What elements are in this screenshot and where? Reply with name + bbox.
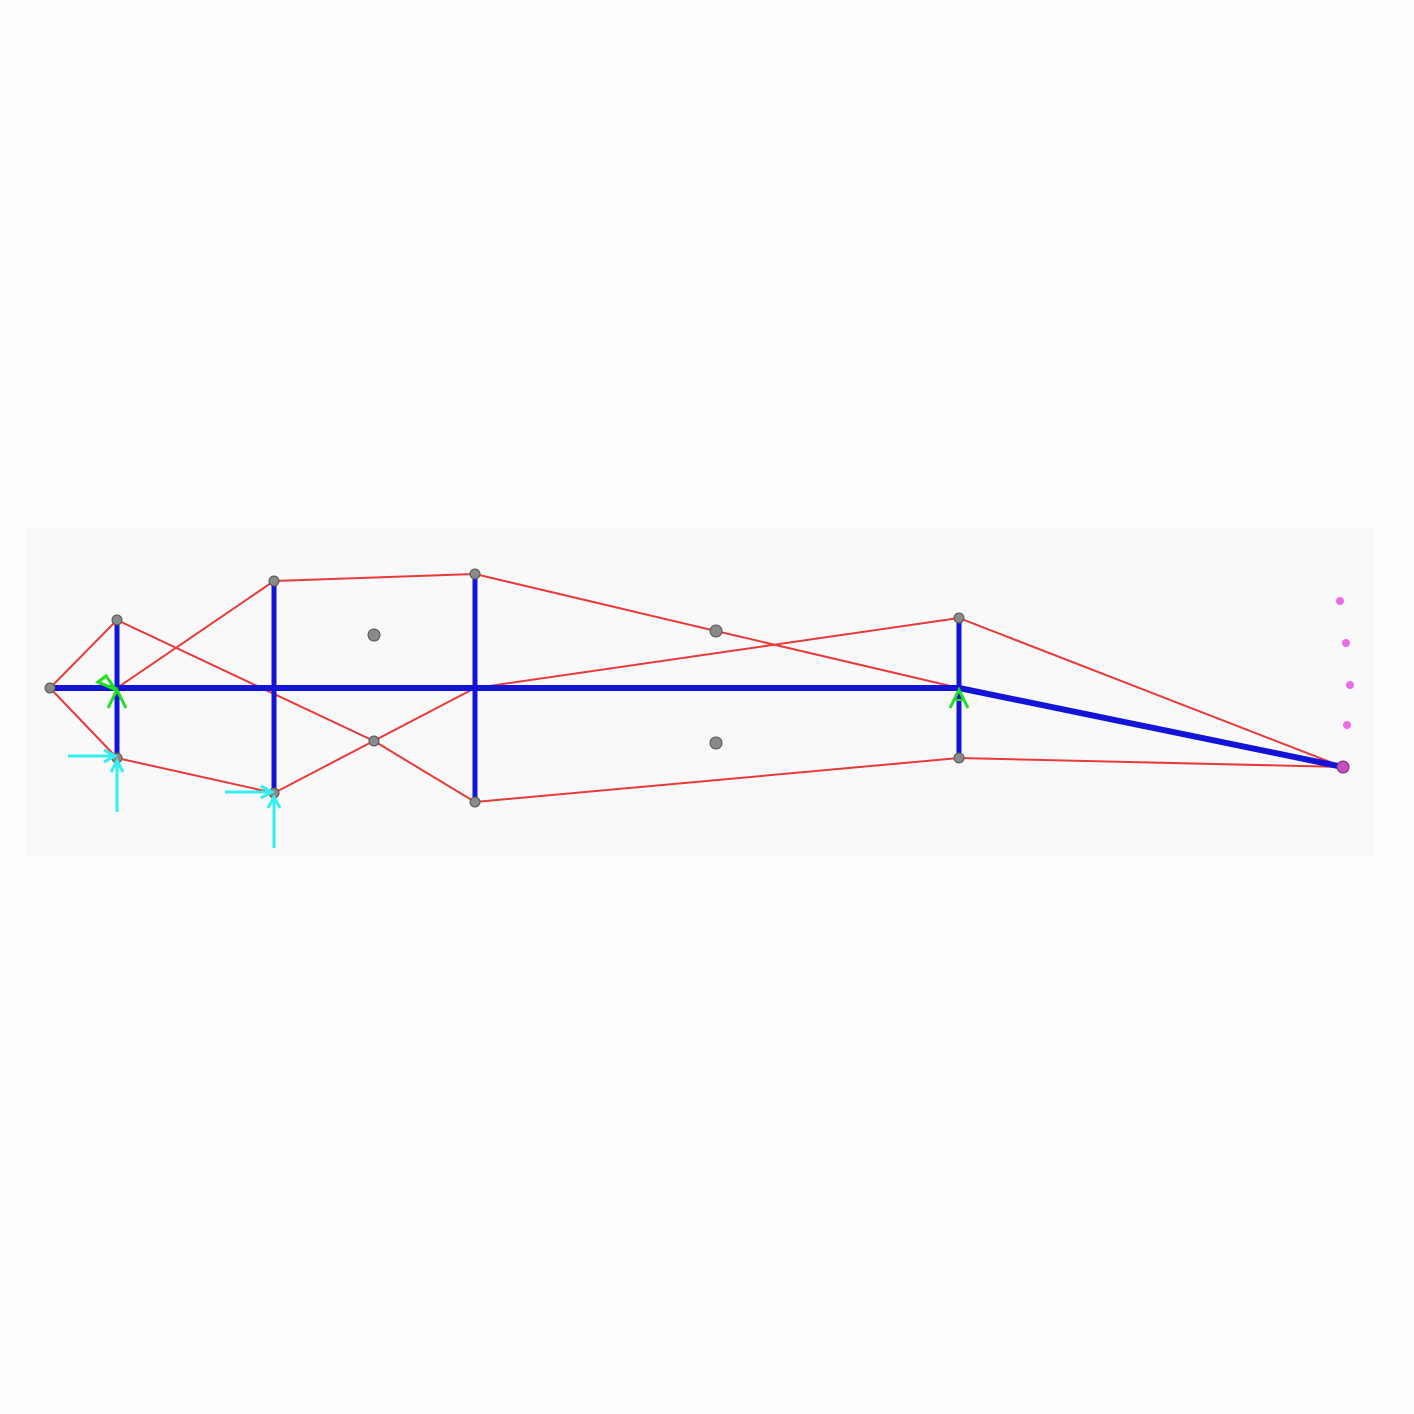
cable[interactable]	[273, 573, 476, 582]
joint-node[interactable]	[111, 614, 123, 626]
joint-node[interactable]	[953, 752, 965, 764]
joint-node[interactable]	[367, 628, 381, 642]
cable[interactable]	[958, 757, 1344, 768]
joint-node[interactable]	[709, 736, 723, 750]
point-load-arrow-icon[interactable]	[225, 784, 282, 848]
frame-member-tail-beam[interactable]	[958, 685, 1344, 770]
cable[interactable]	[116, 757, 275, 794]
cable[interactable]	[49, 687, 118, 759]
joint-node[interactable]	[44, 682, 56, 694]
marker-point[interactable]	[1346, 681, 1354, 689]
roller-support-icon[interactable]	[948, 686, 970, 709]
point-loads	[68, 748, 282, 848]
joint-node-tip[interactable]	[1336, 760, 1350, 774]
cable[interactable]	[474, 757, 960, 803]
cable[interactable]	[49, 619, 118, 689]
marker-points	[1336, 597, 1354, 729]
cable[interactable]	[116, 580, 275, 689]
joint-node[interactable]	[953, 612, 965, 624]
marker-point[interactable]	[1342, 639, 1350, 647]
model-panel	[25, 527, 1375, 857]
frame-members	[50, 574, 1344, 802]
cable[interactable]	[474, 573, 717, 632]
cable[interactable]	[958, 617, 1344, 768]
point-load-arrow-icon[interactable]	[68, 748, 125, 812]
pin-support-icon[interactable]	[95, 673, 128, 709]
cable[interactable]	[474, 617, 960, 689]
cable[interactable]	[373, 740, 476, 803]
joint-node[interactable]	[709, 624, 723, 638]
marker-point[interactable]	[1343, 721, 1351, 729]
joint-node[interactable]	[469, 568, 481, 580]
joint-node[interactable]	[368, 735, 380, 747]
cable[interactable]	[715, 630, 960, 689]
marker-point[interactable]	[1336, 597, 1344, 605]
cable[interactable]	[116, 619, 375, 742]
joint-node[interactable]	[268, 575, 280, 587]
supports	[95, 673, 970, 709]
tension-cables	[49, 573, 1344, 803]
joint-node[interactable]	[469, 796, 481, 808]
